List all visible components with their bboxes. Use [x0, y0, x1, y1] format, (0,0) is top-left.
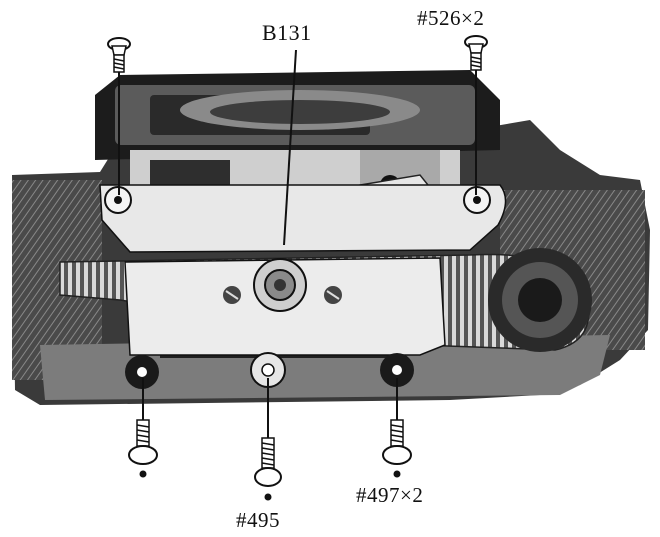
screw-hole-top-right — [463, 186, 491, 214]
screw-top-left-icon — [107, 37, 131, 73]
plate-screw-right — [324, 286, 342, 304]
screw-bottom-right-icon — [382, 419, 412, 478]
screw-top-right-icon — [464, 35, 488, 71]
drive-pulley — [488, 248, 592, 352]
screw-hole-bottom-center — [250, 352, 286, 388]
screw-bottom-right-label: #497×2 — [356, 483, 424, 507]
leader-lines — [118, 49, 477, 438]
screw-bottom-center-icon — [254, 437, 282, 501]
upper-bracket — [99, 184, 507, 253]
belt-label: B131 — [262, 20, 312, 45]
screw-bottom-left-icon — [128, 419, 158, 478]
screw-top-label: #526×2 — [417, 6, 485, 30]
center-boss — [253, 258, 307, 312]
screw-hole-bottom-right — [380, 353, 414, 387]
screw-hole-bottom-left — [125, 355, 159, 389]
plate-screw-left — [223, 286, 241, 304]
screw-bottom-center-label: #495 — [236, 508, 280, 532]
